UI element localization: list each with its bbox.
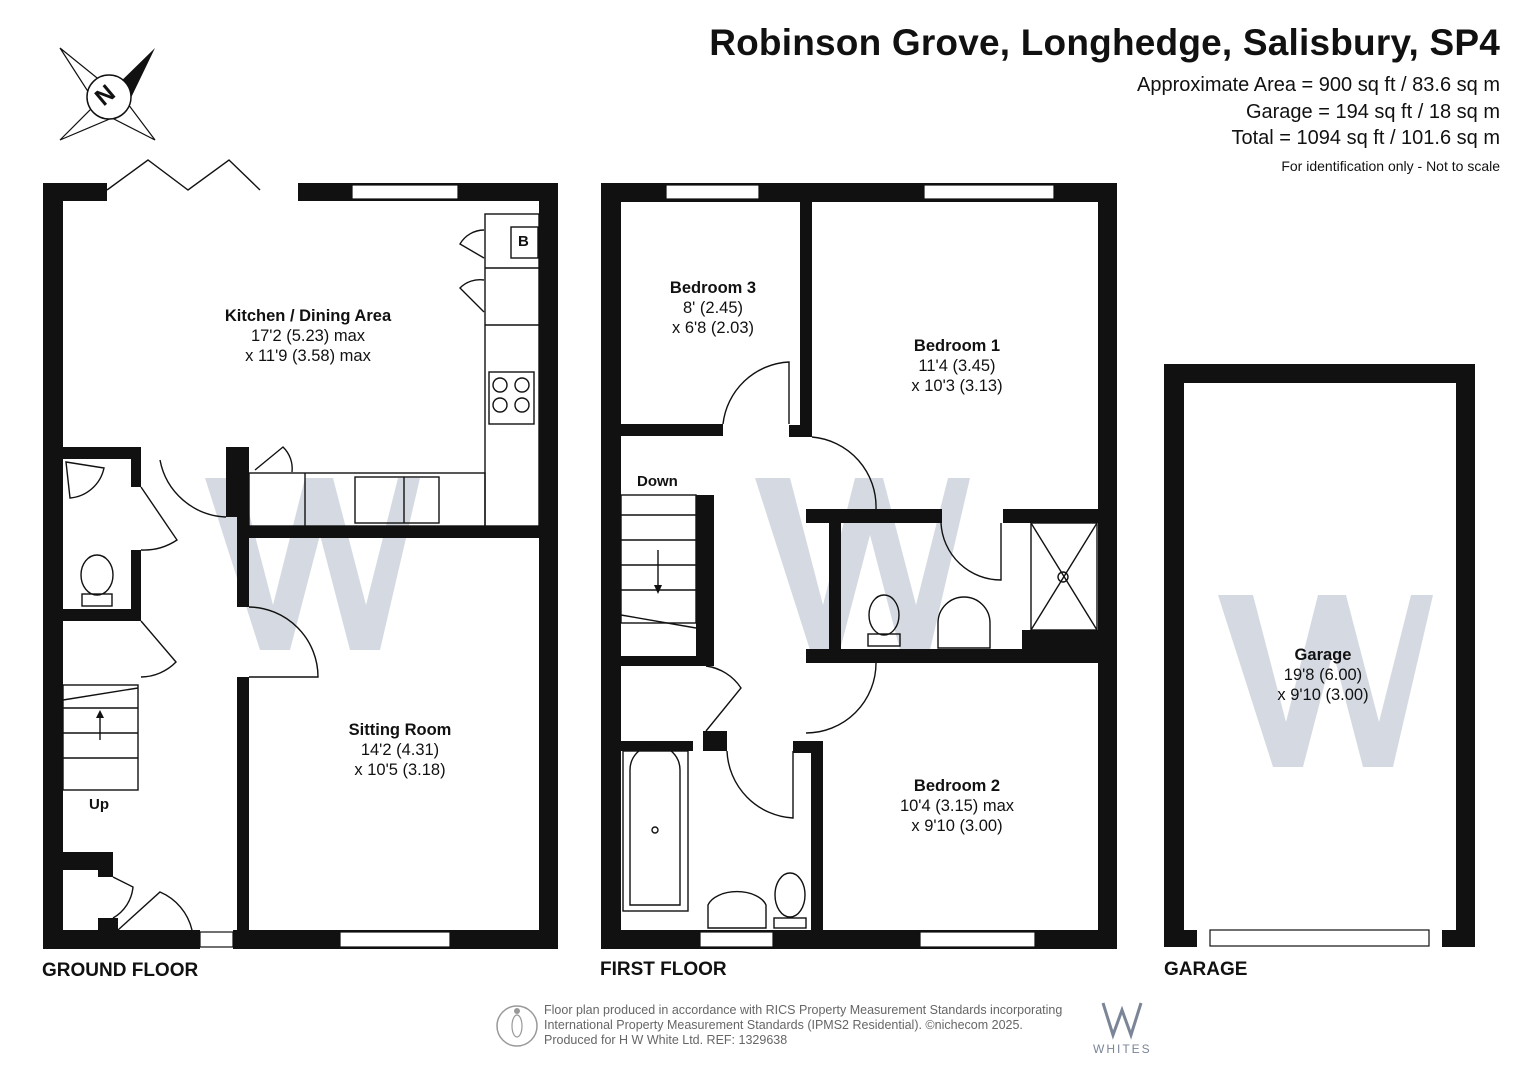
ground-floor-plan [43,159,558,949]
room-bedroom1-dim2: x 10'3 (3.13) [911,377,1003,395]
approximate-area: Approximate Area = 900 sq ft / 83.6 sq m [1137,74,1500,96]
first-floor-plan [601,183,1117,949]
room-sitting: Sitting Room 14'2 (4.31) x 10'5 (3.18) [349,720,452,780]
room-kitchen-dim1: 17'2 (5.23) max [250,327,366,345]
garage-label: GARAGE [1164,959,1248,980]
room-bedroom2: Bedroom 2 10'4 (3.15) max x 9'10 (3.00) [900,776,1014,836]
room-bedroom1-dim1: 11'4 (3.45) [918,357,996,375]
brand-name: WHITES [1093,1042,1152,1056]
footer-line-3: Produced for H W White Ltd. REF: 1329638 [544,1033,788,1047]
boiler-label: B [518,233,529,250]
room-bedroom2-dim2: x 9'10 (3.00) [911,817,1003,835]
room-bedroom3-dim1: 8' (2.45) [682,299,743,317]
stairs-up-label: Up [89,796,109,813]
room-garage-dim2: x 9'10 (3.00) [1277,686,1369,704]
watermark-w-ground [205,478,420,650]
room-sitting-dim1: 14'2 (4.31) [360,741,440,759]
whites-logo-icon [1101,1002,1143,1040]
property-title: Robinson Grove, Longhedge, Salisbury, SP… [709,22,1500,63]
room-kitchen: Kitchen / Dining Area 17'2 (5.23) max x … [225,306,391,366]
room-kitchen-dim2: x 11'9 (3.58) max [245,347,371,365]
watermark-w-garage [1218,595,1433,767]
room-kitchen-name: Kitchen / Dining Area [224,307,392,325]
room-bedroom1-name: Bedroom 1 [913,337,1001,355]
room-bedroom3: Bedroom 3 8' (2.45) x 6'8 (2.03) [670,278,756,338]
garage-plan [1164,364,1475,947]
footer-line-2: International Property Measurement Stand… [544,1018,1023,1032]
compass-icon [59,47,156,141]
footer-line-1: Floor plan produced in accordance with R… [544,1003,1063,1017]
footer-text: Floor plan produced in accordance with R… [544,1003,1062,1048]
room-bedroom2-dim1: 10'4 (3.15) max [899,797,1015,815]
room-sitting-dim2: x 10'5 (3.18) [354,761,446,779]
first-floor-label: FIRST FLOOR [600,959,727,980]
room-garage-name: Garage [1294,646,1352,664]
total-area: Total = 1094 sq ft / 101.6 sq m [1231,127,1501,149]
scale-note: For identification only - Not to scale [1281,158,1500,174]
watermark-w-first [755,478,970,650]
room-bedroom3-dim2: x 6'8 (2.03) [671,319,755,337]
room-bedroom2-name: Bedroom 2 [913,777,1001,795]
measurement-standard-logo [496,1005,538,1047]
room-bedroom3-name: Bedroom 3 [669,279,757,297]
room-garage-dim1: 19'8 (6.00) [1283,666,1363,684]
ground-floor-label: GROUND FLOOR [42,960,199,981]
room-sitting-name: Sitting Room [348,721,452,739]
garage-area: Garage = 194 sq ft / 18 sq m [1245,101,1500,123]
room-garage: Garage 19'8 (6.00) x 9'10 (3.00) [1277,645,1368,705]
stairs-down-label: Down [637,473,678,490]
room-bedroom1: Bedroom 1 11'4 (3.45) x 10'3 (3.13) [911,336,1002,396]
